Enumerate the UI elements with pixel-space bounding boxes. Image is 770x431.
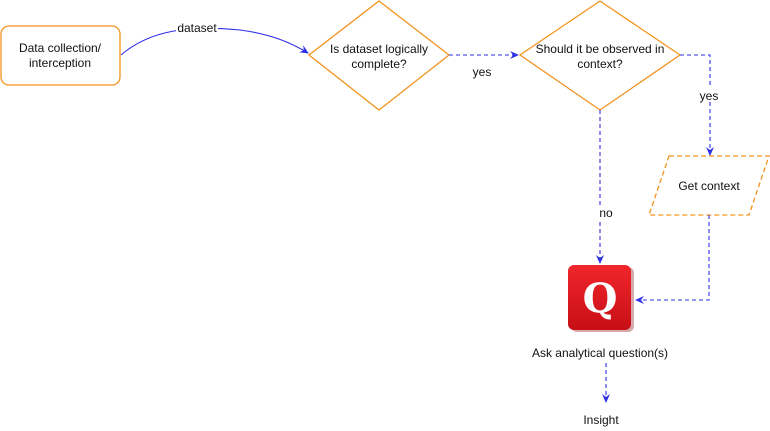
data-collection-label-line2: interception — [29, 56, 91, 70]
edge-context-to-question[interactable] — [635, 215, 710, 304]
edge-no-label: no — [599, 206, 613, 220]
edge-yes-2[interactable]: yes — [680, 54, 722, 156]
edge-dataset-label-bg — [176, 20, 218, 34]
edge-yes-1[interactable]: yes — [449, 51, 519, 79]
logically-complete-diamond — [307, 0, 451, 111]
logically-complete-label-line2: complete? — [351, 57, 407, 71]
edge-dataset-line — [120, 27, 309, 56]
edge-no[interactable]: no — [592, 110, 620, 264]
data-collection-box — [0, 25, 121, 86]
data-collection-label-line1: Data collection/ — [19, 41, 102, 55]
node-get-context[interactable]: Get context — [648, 155, 770, 216]
node-logically-complete[interactable]: Is dataset logically complete? — [307, 0, 451, 111]
edge-yes-1-label: yes — [473, 65, 492, 79]
node-observed-in-context[interactable]: Should it be observed in context? — [518, 0, 682, 111]
observed-in-context-label-line2: context? — [577, 57, 623, 71]
quora-q-icon — [568, 265, 631, 330]
quora-q-glyph: Q — [583, 275, 618, 322]
edge-context-to-question-line — [635, 215, 710, 304]
get-context-parallelogram — [648, 155, 770, 216]
get-context-label: Get context — [678, 179, 740, 193]
ask-question-label: Ask analytical question(s) — [532, 346, 668, 360]
edge-yes-2-line — [680, 54, 714, 156]
edge-yes-2-label-bg — [696, 88, 722, 102]
node-insight[interactable]: Insight — [583, 413, 619, 427]
edge-dataset-label: dataset — [177, 21, 217, 35]
logically-complete-label-line1: Is dataset logically — [330, 42, 428, 56]
node-data-collection[interactable]: Data collection/ interception — [0, 25, 121, 86]
edge-no-label-bg — [592, 205, 620, 219]
edge-dataset[interactable]: dataset — [120, 20, 309, 56]
edge-yes-2-label: yes — [700, 89, 719, 103]
observed-in-context-label-line1: Should it be observed in — [536, 42, 665, 56]
insight-label: Insight — [583, 413, 619, 427]
node-ask-question[interactable]: Q Ask analytical question(s) — [532, 265, 668, 360]
